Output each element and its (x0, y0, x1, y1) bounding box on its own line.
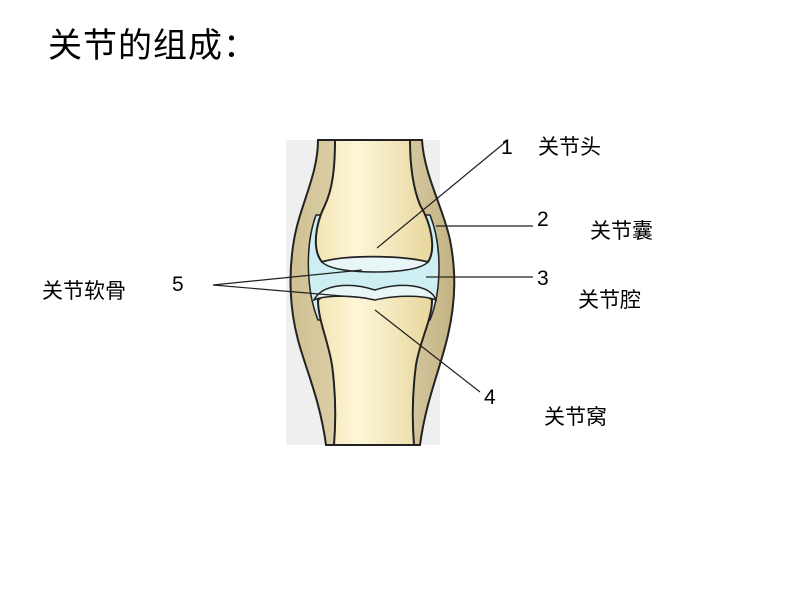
label-joint-socket: 关节窝 (544, 405, 607, 429)
label-number-4: 4 (484, 386, 496, 409)
label-number-5: 5 (172, 273, 184, 296)
label-articular-cartilage: 关节软骨 (42, 279, 126, 303)
leader-line-5a (212, 269, 363, 286)
label-number-2: 2 (537, 208, 549, 231)
leader-line-1 (376, 139, 509, 249)
label-number-3: 3 (537, 267, 549, 290)
upper-cartilage (320, 256, 430, 273)
leader-line-4 (374, 309, 481, 393)
label-joint-head: 关节头 (538, 135, 601, 159)
leader-line-5b (212, 284, 367, 299)
label-joint-capsule: 关节囊 (590, 219, 653, 243)
page-title: 关节的组成： (48, 26, 258, 66)
label-number-1: 1 (501, 136, 513, 159)
label-joint-cavity: 关节腔 (578, 288, 641, 312)
